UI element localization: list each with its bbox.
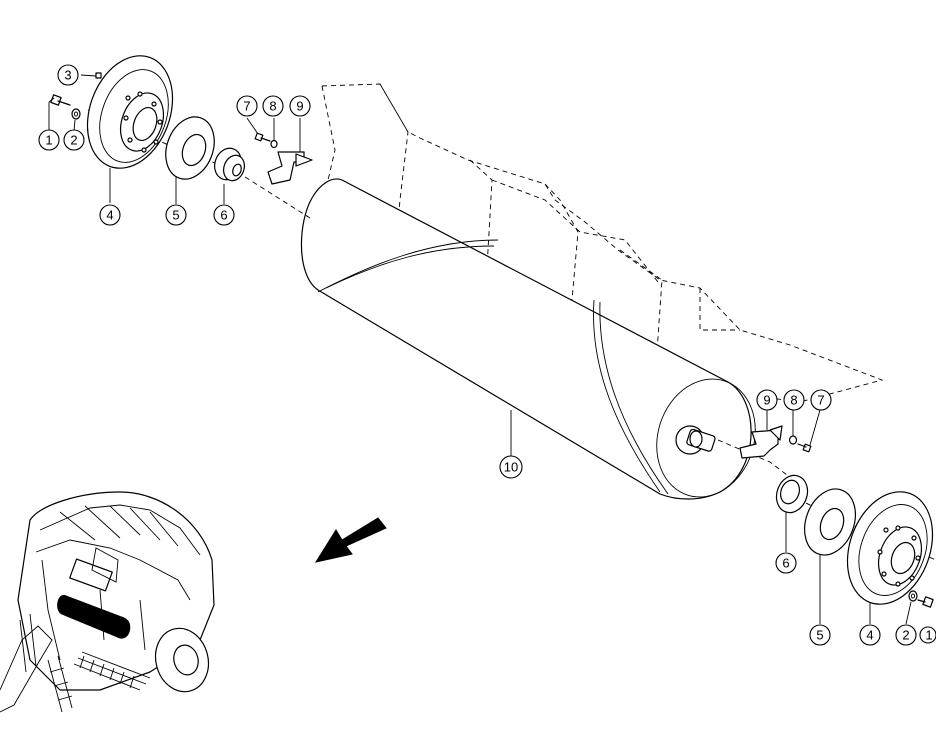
callout-2-left: 2: [63, 129, 85, 151]
callout-label: 5: [816, 628, 823, 643]
left-end-hardware: [48, 55, 313, 219]
roller-drum: [300, 83, 884, 500]
baler-overview-thumbnail: [0, 491, 215, 713]
bolt-small-right: [797, 409, 821, 453]
callout-label: 7: [243, 99, 250, 114]
callout-10: 10: [499, 455, 523, 479]
callout-label: 7: [817, 393, 824, 408]
callout-label: 10: [504, 460, 518, 475]
washer-left: [71, 108, 81, 132]
callout-3-left: 3: [57, 64, 79, 86]
bolt-right: [917, 596, 934, 608]
callout-8-left: 8: [262, 95, 284, 117]
callout-9-right: 9: [756, 389, 778, 411]
bolt-small-left: [246, 117, 271, 142]
callout-7-right: 7: [810, 389, 832, 411]
bolt-left: [48, 94, 71, 130]
callout-label: 1: [925, 628, 932, 643]
callout-label: 9: [763, 393, 770, 408]
callout-7-left: 7: [236, 95, 258, 117]
callout-label: 4: [106, 208, 113, 223]
callout-4-right: 4: [859, 624, 881, 646]
callout-label: 2: [902, 628, 909, 643]
callout-1-right: 1: [919, 626, 936, 644]
lock-washer-right: [788, 410, 798, 445]
washer-right: [905, 590, 918, 625]
callout-6-left: 6: [213, 204, 235, 226]
screw-left: [80, 72, 102, 79]
callout-9-left: 9: [289, 95, 311, 117]
bearing-right: [775, 474, 809, 552]
callout-5-left: 5: [165, 204, 187, 226]
callout-label: 5: [172, 208, 179, 223]
callout-label: 1: [45, 133, 52, 148]
right-end-hardware: [717, 409, 936, 625]
callout-label: 8: [269, 99, 276, 114]
callout-5-right: 5: [809, 624, 831, 646]
lock-washer-left: [270, 118, 278, 149]
callout-4-left: 4: [99, 204, 121, 226]
bearing-flange-plate-right: [846, 491, 934, 624]
callout-6-right: 6: [775, 552, 797, 574]
callout-label: 4: [866, 628, 873, 643]
mounting-bracket-left: [267, 118, 313, 185]
callout-label: 8: [790, 393, 797, 408]
callout-1-left: 1: [38, 129, 60, 151]
spacer-ring-right: [804, 488, 856, 624]
bearing-left: [214, 147, 245, 204]
callout-label: 6: [782, 556, 789, 571]
callout-8-right: 8: [783, 389, 805, 411]
callout-2-right: 2: [895, 624, 917, 646]
bearing-flange-plate-left: [86, 55, 174, 203]
callout-label: 3: [64, 68, 71, 83]
direction-arrow: [314, 517, 387, 563]
spacer-ring-left: [165, 116, 215, 204]
mounting-bracket-right: [739, 410, 783, 459]
callout-label: 9: [296, 99, 303, 114]
callout-label: 2: [70, 133, 77, 148]
callout-label: 6: [220, 208, 227, 223]
